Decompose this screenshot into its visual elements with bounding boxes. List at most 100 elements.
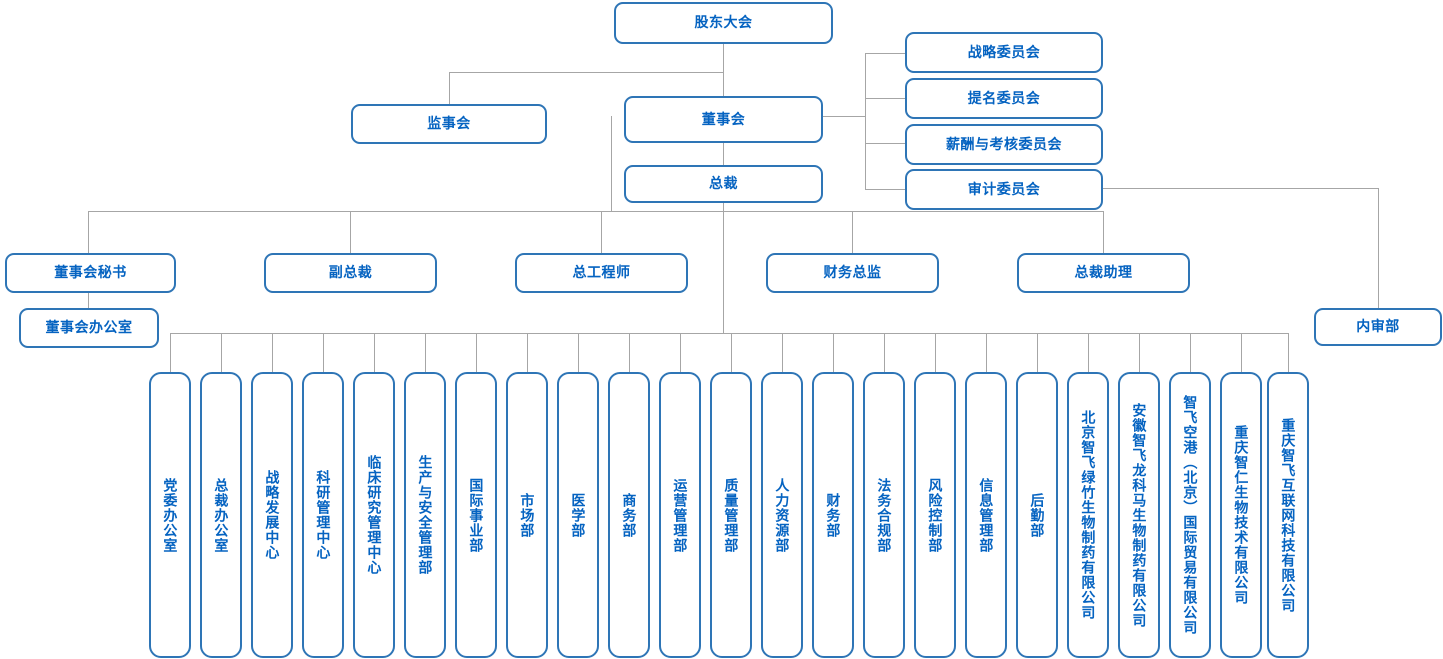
department-box-18[interactable]: 后勤部 xyxy=(1016,372,1058,658)
node-label: 智飞空港（北京）国际贸易有限公司 xyxy=(1182,395,1199,635)
subsidiary-box-1[interactable]: 北京智飞绿竹生物制药有限公司 xyxy=(1067,372,1109,658)
connector-dept-drop-11 xyxy=(680,333,681,372)
department-box-14[interactable]: 财务部 xyxy=(812,372,854,658)
node-label: 重庆智飞互联网科技有限公司 xyxy=(1280,417,1297,613)
node-vice-president[interactable]: 副总裁 xyxy=(264,253,437,293)
department-box-4[interactable]: 科研管理中心 xyxy=(302,372,344,658)
connector-exec-cfo-drop xyxy=(852,211,853,253)
node-supervisory-board[interactable]: 监事会 xyxy=(351,104,547,144)
department-box-5[interactable]: 临床研究管理中心 xyxy=(353,372,395,658)
connector-dept-drop-3 xyxy=(272,333,273,372)
connector-dept-drop-22 xyxy=(1241,333,1242,372)
department-box-6[interactable]: 生产与安全管理部 xyxy=(404,372,446,658)
connector-exec-vp-drop xyxy=(350,211,351,253)
node-label: 运营管理部 xyxy=(672,477,689,553)
node-label: 战略委员会 xyxy=(967,43,1041,60)
node-label: 股东大会 xyxy=(694,14,753,31)
connector-dept-drop-13 xyxy=(782,333,783,372)
department-box-2[interactable]: 总裁办公室 xyxy=(200,372,242,658)
connector-internal-audit-drop xyxy=(1378,188,1379,308)
node-nomination-committee[interactable]: 提名委员会 xyxy=(905,78,1103,119)
node-board-secretary[interactable]: 董事会秘书 xyxy=(5,253,176,293)
node-label: 副总裁 xyxy=(328,264,373,281)
connector-board-president xyxy=(723,143,724,165)
department-box-8[interactable]: 市场部 xyxy=(506,372,548,658)
connector-dept-drop-6 xyxy=(425,333,426,372)
connector-dept-drop-17 xyxy=(986,333,987,372)
node-remuneration-committee[interactable]: 薪酬与考核委员会 xyxy=(905,124,1103,165)
node-label: 法务合规部 xyxy=(876,477,893,553)
node-label: 医学部 xyxy=(570,492,587,538)
connector-dept-drop-23 xyxy=(1288,333,1289,372)
department-box-10[interactable]: 商务部 xyxy=(608,372,650,658)
node-board-office[interactable]: 董事会办公室 xyxy=(19,308,159,348)
node-label: 质量管理部 xyxy=(723,477,740,553)
node-board-of-directors[interactable]: 董事会 xyxy=(624,96,823,143)
node-label: 安徽智飞龙科马生物制药有限公司 xyxy=(1131,402,1148,628)
connector-committee-1 xyxy=(865,53,905,54)
connector-committees-rail xyxy=(865,53,866,189)
node-label: 财务总监 xyxy=(823,264,882,281)
connector-dept-drop-1 xyxy=(170,333,171,372)
node-label: 提名委员会 xyxy=(967,89,1041,106)
connector-dept-drop-7 xyxy=(476,333,477,372)
department-box-16[interactable]: 风险控制部 xyxy=(914,372,956,658)
node-label: 薪酬与考核委员会 xyxy=(946,135,1062,152)
node-label: 市场部 xyxy=(519,492,536,538)
node-label: 董事会 xyxy=(701,110,746,127)
connector-secretary-office xyxy=(88,292,89,308)
connector-committee-3 xyxy=(865,143,905,144)
connector-departments-bus xyxy=(170,333,1288,334)
node-label: 国际事业部 xyxy=(468,477,485,553)
connector-exec-assistant-drop xyxy=(1103,211,1104,253)
department-box-12[interactable]: 质量管理部 xyxy=(710,372,752,658)
node-label: 总裁办公室 xyxy=(213,477,230,553)
connector-committee-4 xyxy=(865,189,905,190)
connector-supervisory-drop xyxy=(449,72,450,104)
node-finance-director[interactable]: 财务总监 xyxy=(766,253,939,293)
connector-dept-drop-5 xyxy=(374,333,375,372)
connector-dept-drop-14 xyxy=(833,333,834,372)
connector-dept-drop-20 xyxy=(1139,333,1140,372)
subsidiary-box-4[interactable]: 重庆智仁生物技术有限公司 xyxy=(1220,372,1262,658)
subsidiary-box-5[interactable]: 重庆智飞互联网科技有限公司 xyxy=(1267,372,1309,658)
node-label: 监事会 xyxy=(427,115,471,132)
department-box-7[interactable]: 国际事业部 xyxy=(455,372,497,658)
connector-executives-bus xyxy=(88,211,1104,212)
node-label: 董事会秘书 xyxy=(54,264,127,281)
department-box-3[interactable]: 战略发展中心 xyxy=(251,372,293,658)
node-label: 北京智飞绿竹生物制药有限公司 xyxy=(1080,410,1097,620)
node-label: 信息管理部 xyxy=(978,477,995,553)
department-box-11[interactable]: 运营管理部 xyxy=(659,372,701,658)
node-audit-committee[interactable]: 审计委员会 xyxy=(905,169,1103,210)
node-shareholders-meeting[interactable]: 股东大会 xyxy=(614,2,833,44)
connector-dept-drop-4 xyxy=(323,333,324,372)
node-internal-audit-dept[interactable]: 内审部 xyxy=(1314,308,1442,346)
node-president-assistant[interactable]: 总裁助理 xyxy=(1017,253,1190,293)
connector-dept-drop-2 xyxy=(221,333,222,372)
department-box-1[interactable]: 党委办公室 xyxy=(149,372,191,658)
department-box-9[interactable]: 医学部 xyxy=(557,372,599,658)
subsidiary-box-2[interactable]: 安徽智飞龙科马生物制药有限公司 xyxy=(1118,372,1160,658)
node-strategy-committee[interactable]: 战略委员会 xyxy=(905,32,1103,73)
node-label: 审计委员会 xyxy=(967,180,1041,197)
department-box-17[interactable]: 信息管理部 xyxy=(965,372,1007,658)
connector-president-down xyxy=(723,203,724,333)
node-label: 科研管理中心 xyxy=(315,470,332,560)
department-box-13[interactable]: 人力资源部 xyxy=(761,372,803,658)
connector-dept-drop-19 xyxy=(1088,333,1089,372)
node-chief-engineer[interactable]: 总工程师 xyxy=(515,253,688,293)
node-label: 总裁助理 xyxy=(1074,264,1133,281)
node-label: 党委办公室 xyxy=(162,477,179,553)
connector-exec-secretary-drop xyxy=(88,211,89,253)
connector-dept-drop-18 xyxy=(1037,333,1038,372)
connector-shareholders-supervisory-h xyxy=(449,72,724,73)
node-label: 风险控制部 xyxy=(927,477,944,553)
node-label: 商务部 xyxy=(621,492,638,538)
node-president[interactable]: 总裁 xyxy=(624,165,823,203)
department-box-15[interactable]: 法务合规部 xyxy=(863,372,905,658)
subsidiary-box-3[interactable]: 智飞空港（北京）国际贸易有限公司 xyxy=(1169,372,1211,658)
node-label: 临床研究管理中心 xyxy=(366,455,383,575)
connector-dept-drop-10 xyxy=(629,333,630,372)
